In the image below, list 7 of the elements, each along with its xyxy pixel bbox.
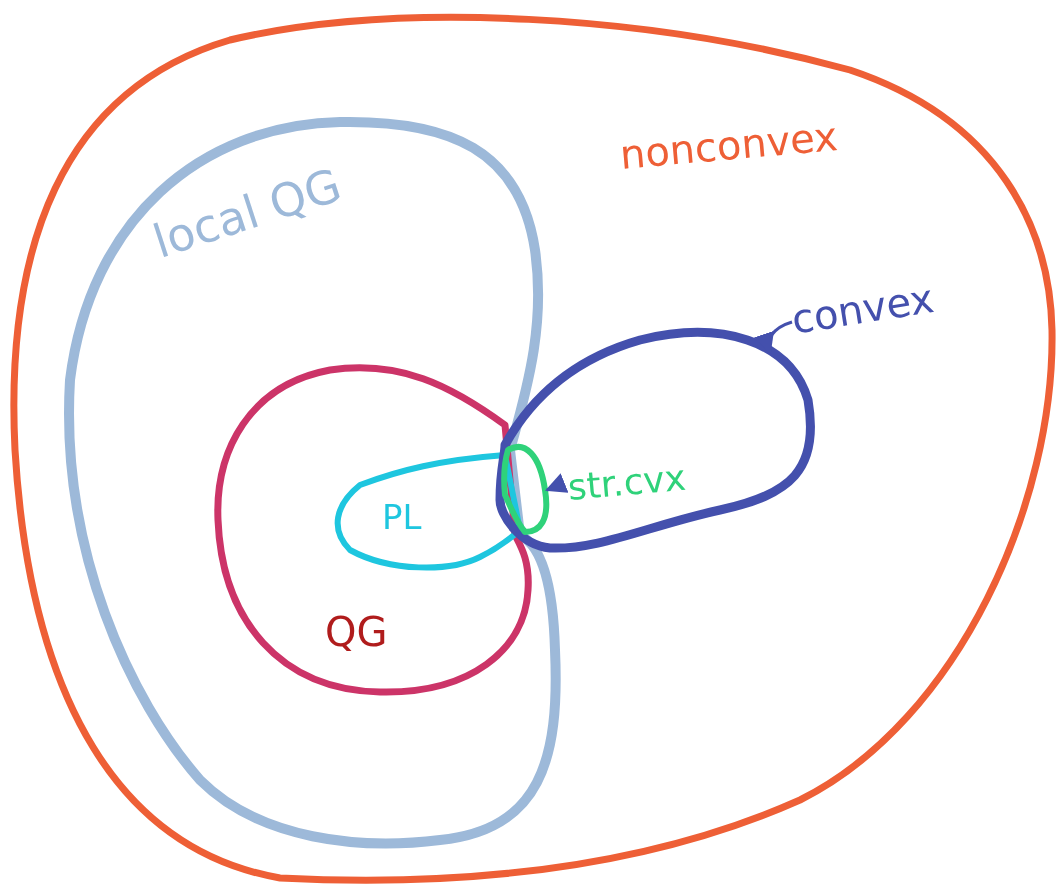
set-label: nonconvex bbox=[618, 116, 840, 175]
set-label: QG bbox=[325, 612, 388, 652]
set-label: local QG bbox=[147, 161, 347, 265]
set-label: convex bbox=[788, 277, 937, 340]
set-label: PL bbox=[382, 500, 422, 534]
set-label: str.cvx bbox=[566, 459, 688, 506]
leader-line bbox=[545, 473, 569, 494]
